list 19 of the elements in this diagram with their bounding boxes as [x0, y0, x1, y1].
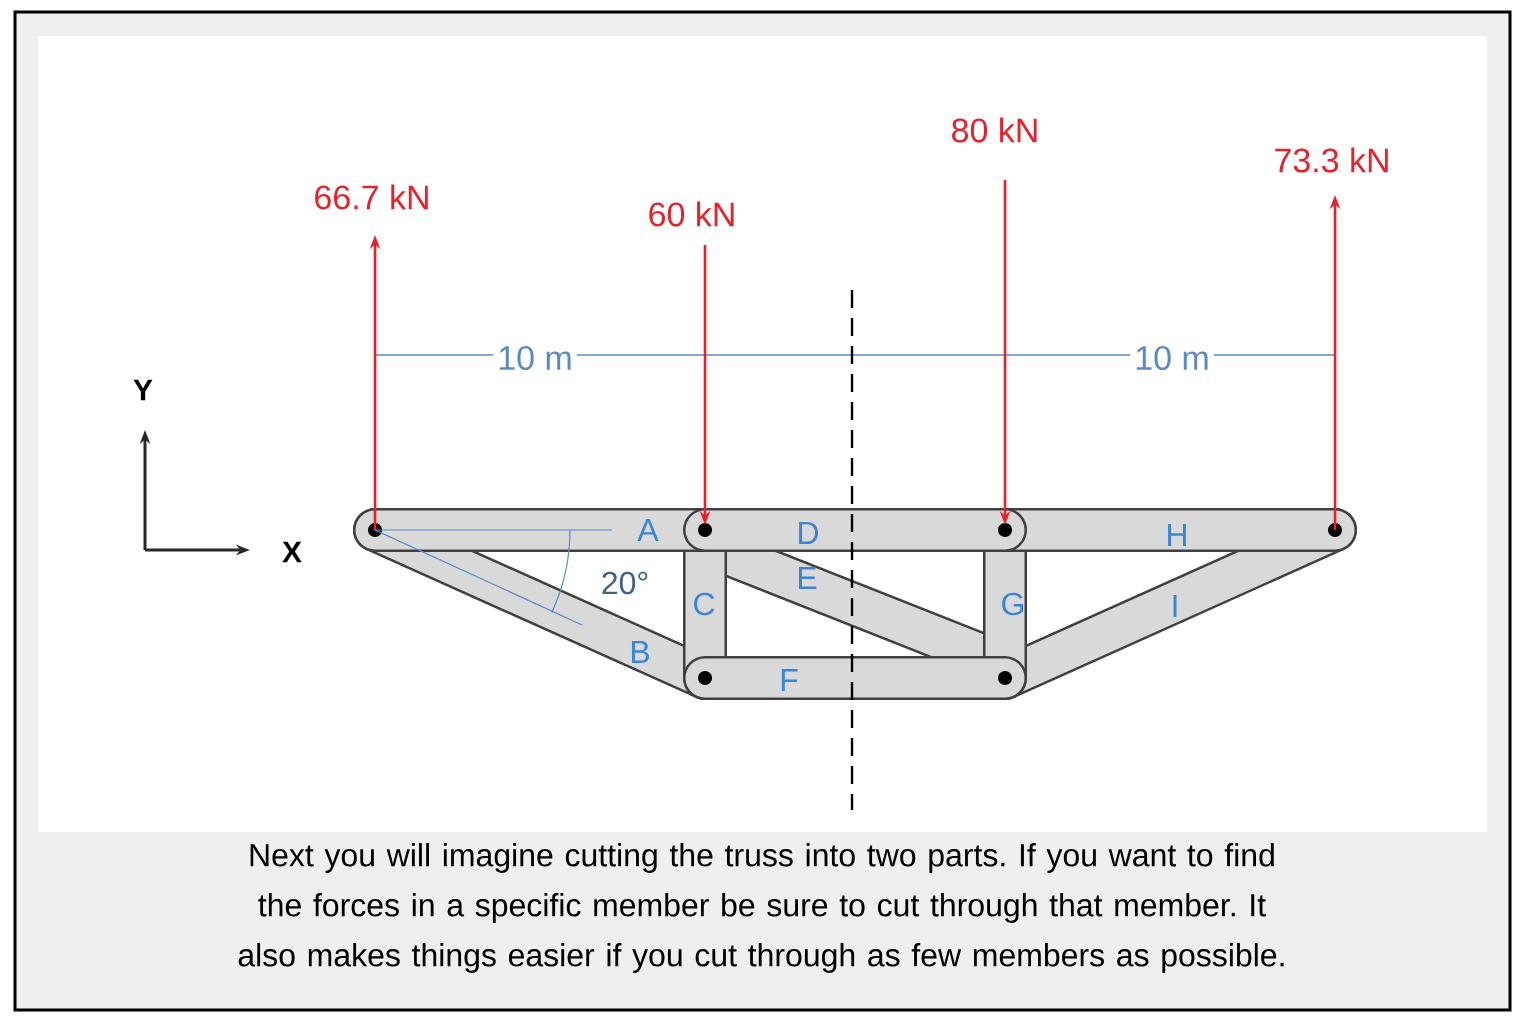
- force-label: 66.7 kN: [315, 184, 428, 210]
- member-label: C: [694, 592, 715, 616]
- axis-label: Y: [133, 379, 153, 401]
- angle-label: 20°: [602, 571, 648, 595]
- member-label: A: [637, 519, 659, 541]
- caption: Next you will imagine cutting the truss into two parts. If you want to find the forces in a specific member be sure to cut through that member. It also makes things easier if you cut through as few members as possible.: [238, 843, 1284, 973]
- force-label: 73.3 kN: [1275, 147, 1388, 173]
- member-label: B: [631, 641, 649, 663]
- dimension-label: 10 m: [1130, 341, 1214, 375]
- axis-label: X: [282, 541, 302, 563]
- member-label: G: [1002, 592, 1024, 616]
- force-label: 80 kN: [952, 117, 1037, 143]
- member-label: D: [799, 522, 819, 544]
- dimension-label: 10 m: [493, 341, 577, 375]
- member-label: F: [781, 669, 798, 691]
- member-label: H: [1168, 524, 1186, 546]
- force-label: 60 kN: [649, 201, 734, 227]
- member-label: E: [798, 567, 817, 589]
- member-label: I: [1173, 595, 1177, 617]
